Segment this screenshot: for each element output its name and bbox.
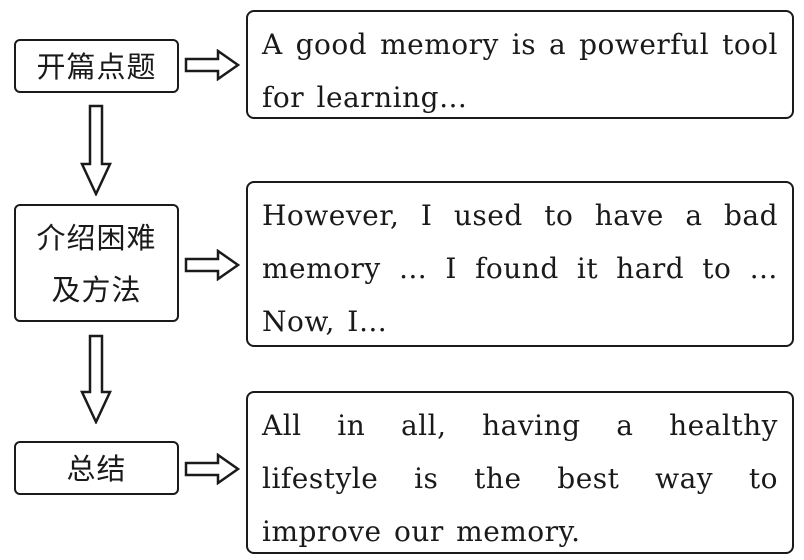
stage-box-difficulty-method: 介绍困难 及方法 — [14, 204, 179, 322]
content-line: However, I used to have a bad — [262, 199, 778, 232]
content-line: lifestyle is the best way to — [262, 462, 778, 495]
content-line: improve our memory. — [262, 515, 581, 548]
down-arrow-icon — [80, 334, 112, 424]
stage-label-difficulty-line1: 介绍困难 — [36, 221, 157, 255]
stage-label-summary: 总结 — [66, 452, 127, 486]
content-line: A good memory is a powerful tool — [262, 28, 778, 61]
content-line: memory … I found it hard to … — [262, 252, 778, 285]
right-arrow-icon — [184, 49, 240, 81]
right-arrow-icon — [184, 249, 240, 281]
content-box-opening: A good memory is a powerful tool for lea… — [246, 10, 794, 119]
stage-box-summary: 总结 — [14, 441, 179, 495]
content-box-difficulty-method: However, I used to have a bad memory … I… — [246, 181, 794, 347]
right-arrow-icon — [184, 453, 240, 485]
down-arrow-icon — [80, 104, 112, 196]
stage-label-opening: 开篇点题 — [36, 50, 157, 84]
stage-box-opening: 开篇点题 — [14, 39, 179, 93]
content-line: All in all, having a healthy — [262, 409, 778, 442]
stage-label-difficulty-line2: 及方法 — [51, 273, 142, 307]
content-line: Now, I… — [262, 305, 388, 338]
content-box-summary: All in all, having a healthy lifestyle i… — [246, 391, 794, 554]
content-line: for learning… — [262, 81, 468, 114]
